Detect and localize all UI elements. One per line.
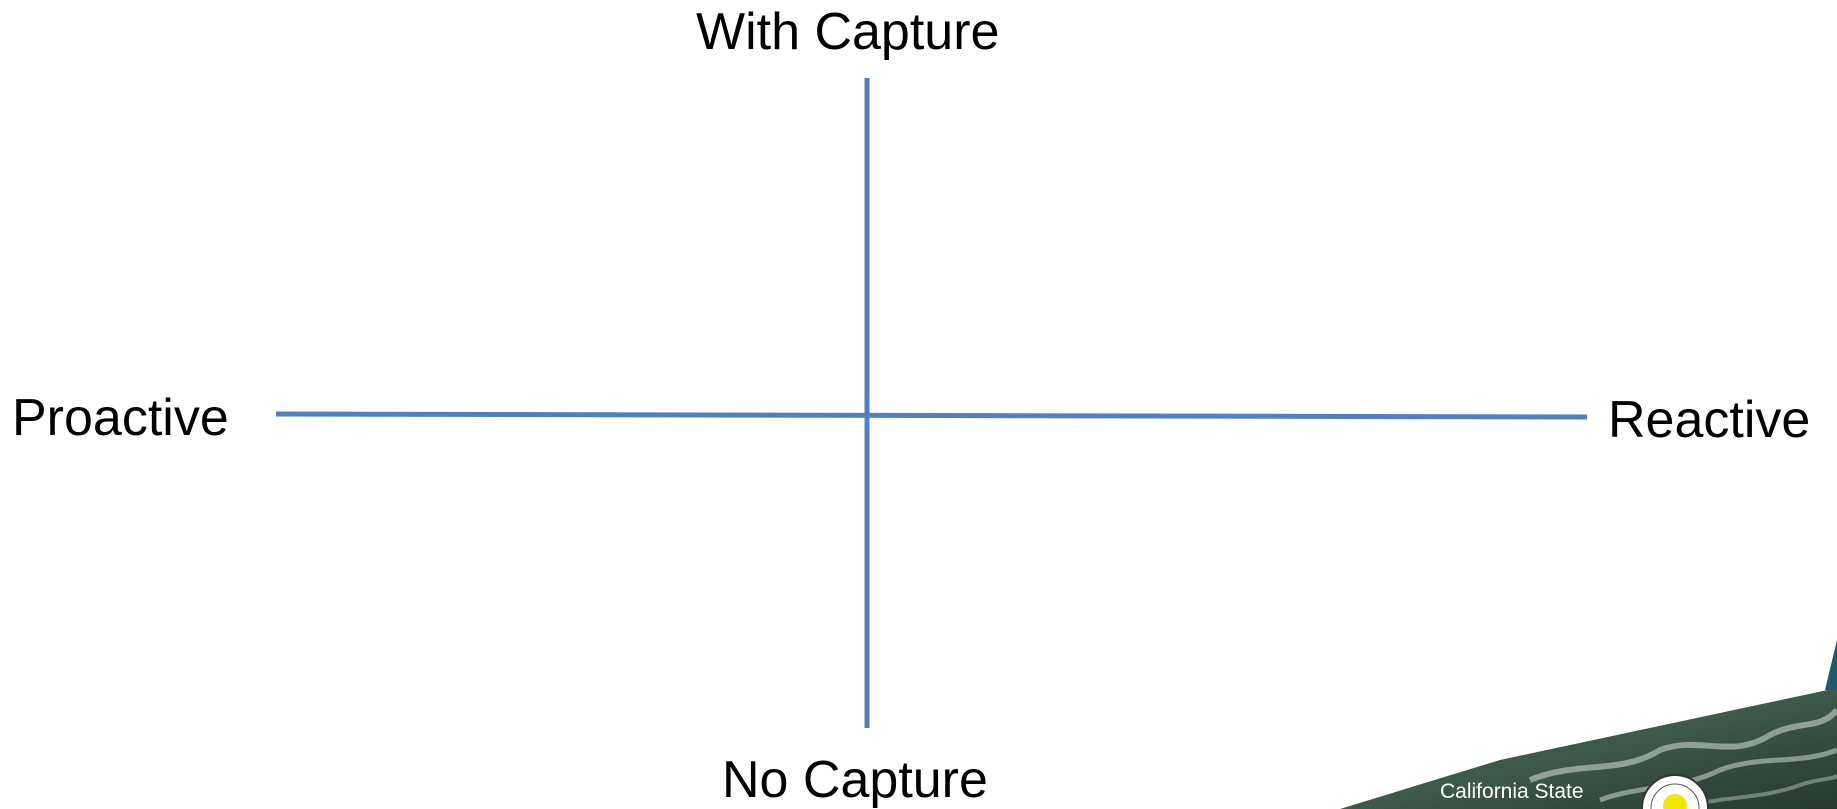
axis-label-right: Reactive [1608, 394, 1810, 446]
state-lands-seal-icon [1640, 773, 1710, 809]
axis-label-left: Proactive [12, 392, 229, 444]
axis-label-bottom: No Capture [722, 754, 988, 806]
organization-name: California State [1440, 780, 1584, 804]
axis-label-top: With Capture [696, 6, 999, 58]
horizontal-axis [276, 414, 1587, 417]
